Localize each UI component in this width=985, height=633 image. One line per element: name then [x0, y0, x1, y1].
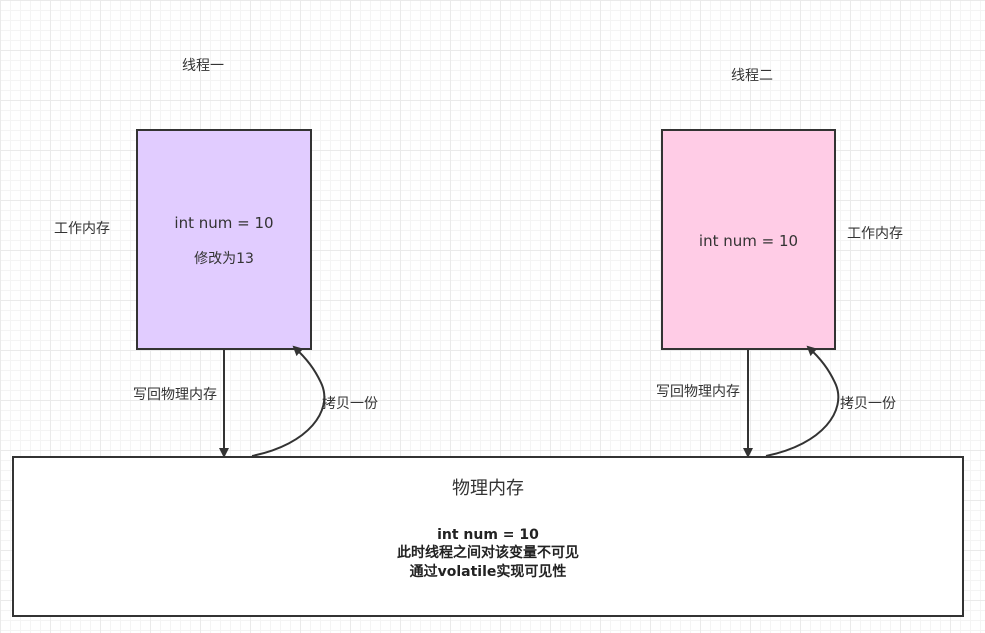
thread1-copy-label: 拷贝一份: [322, 396, 378, 412]
thread1-change-text: 修改为13: [194, 251, 254, 267]
thread1-working-memory-box[interactable]: int num = 10 修改为13: [136, 129, 312, 350]
physical-memory-variable-text: int num = 10: [437, 527, 539, 543]
physical-memory-title: 物理内存: [452, 478, 524, 499]
thread2-variable-text: int num = 10: [698, 232, 799, 250]
thread2-title: 线程二: [731, 68, 773, 84]
thread1-write-back-label: 写回物理内存: [133, 387, 217, 403]
thread1-copy-arrow: [251, 345, 326, 457]
thread2-copy-label: 拷贝一份: [840, 396, 896, 412]
thread2-write-back-label: 写回物理内存: [656, 384, 740, 400]
physical-memory-box[interactable]: 物理内存 int num = 10 此时线程之间对该变量不可见 通过volati…: [12, 456, 964, 617]
thread2-copy-arrow: [765, 345, 840, 457]
thread1-title: 线程一: [182, 58, 224, 74]
thread2-working-memory-box[interactable]: int num = 10: [661, 129, 836, 350]
thread1-variable-text: int num = 10: [174, 214, 274, 232]
thread1-working-memory-label: 工作内存: [54, 221, 110, 237]
physical-memory-volatile-note: 通过volatile实现可见性: [409, 564, 567, 580]
thread2-working-memory-label: 工作内存: [847, 226, 903, 242]
physical-memory-visibility-note: 此时线程之间对该变量不可见: [397, 545, 579, 561]
